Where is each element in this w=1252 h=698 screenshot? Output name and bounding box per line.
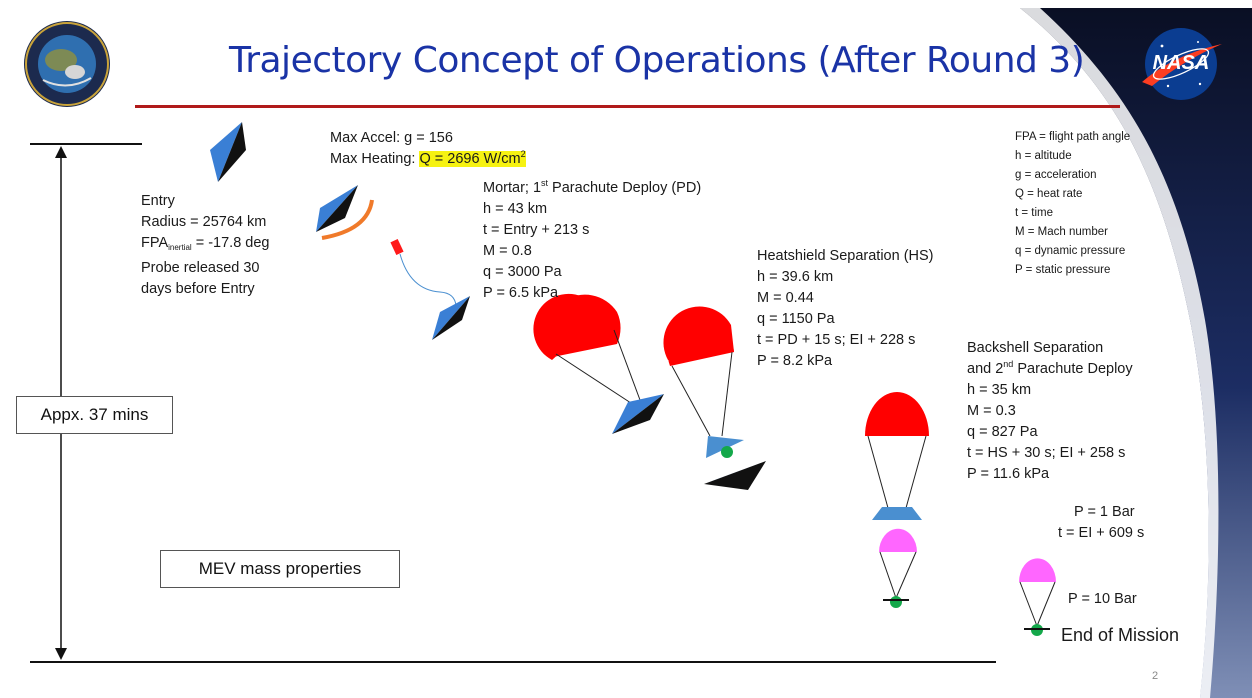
mortar-mach: M = 0.8: [483, 243, 532, 259]
nasa-wordmark: NASA: [1152, 52, 1210, 74]
mortar-title: Mortar; 1st Parachute Deploy (PD): [483, 178, 702, 197]
mortar-time: t = Entry + 213 s: [483, 222, 590, 238]
entry-title: Entry: [141, 193, 175, 209]
backshell-dynamic-pressure: q = 827 Pa: [967, 424, 1038, 440]
main-parachute-icon: [865, 392, 929, 520]
mortar-probe-icon: [432, 296, 470, 340]
one-bar-label: P = 1 Bar t = EI + 609 s: [1052, 500, 1151, 546]
legend-item: h = altitude: [1015, 150, 1072, 162]
max-accel-text: Max Accel: g = 156: [330, 130, 453, 146]
backshell-altitude: h = 35 km: [967, 382, 1032, 398]
title-underline: [135, 105, 1120, 108]
page-number: 2: [1152, 670, 1159, 682]
heatshield-label: Heatshield Separation (HS) h = 39.6 km M…: [757, 246, 934, 372]
nasa-logo: NASA: [1138, 24, 1224, 104]
mortar-drogue-icon: [390, 238, 457, 307]
backshell-title: Backshell Separation: [967, 340, 1104, 356]
max-heating-probe-icon: [316, 185, 374, 240]
backshell-mach: M = 0.3: [967, 403, 1016, 419]
mortar-label: Mortar; 1st Parachute Deploy (PD) h = 43…: [483, 178, 701, 304]
legend-item: FPA = flight path angle: [1015, 131, 1131, 143]
max-heating-prefix: Max Heating:: [330, 151, 420, 167]
one-bar-time: t = EI + 609 s: [1058, 525, 1145, 541]
mortar-dynamic-pressure: q = 3000 Pa: [483, 264, 562, 280]
one-bar-pressure: P = 1 Bar: [1074, 504, 1135, 520]
backshell-time: t = HS + 30 s; EI + 258 s: [967, 445, 1126, 461]
heatshield-static-pressure: P = 8.2 kPa: [757, 353, 833, 369]
ten-bar-label: P = 10 Bar: [1060, 587, 1145, 612]
entry-label: Entry Radius = 25764 km FPAinertial = -1…: [141, 191, 270, 300]
first-parachute-icon: [533, 293, 664, 434]
heatshield-mach: M = 0.44: [757, 290, 814, 306]
backshell-label: Backshell Separation and 2nd Parachute D…: [967, 338, 1133, 485]
heatshield-time: t = PD + 15 s; EI + 228 s: [757, 332, 916, 348]
legend-item: P = static pressure: [1015, 264, 1111, 276]
legend: FPA = flight path angle h = altitude g =…: [1015, 128, 1130, 280]
heatshield-altitude: h = 39.6 km: [757, 269, 834, 285]
heatshield-dynamic-pressure: q = 1150 Pa: [757, 311, 835, 327]
mission-seal-logo: [24, 21, 110, 107]
legend-item: Q = heat rate: [1015, 188, 1083, 200]
entry-fpa: FPAinertial = -17.8 deg: [141, 235, 270, 252]
max-heating-value: Q = 2696 W/cm2: [419, 149, 526, 167]
nasa-meatball-logo: [1142, 28, 1222, 100]
max-accel-label: Max Accel: g = 156 Max Heating: Q = 2696…: [330, 128, 526, 170]
second-parachute-icon: [879, 528, 917, 608]
end-of-mission-label: End of Mission: [1057, 625, 1184, 646]
entry-probe-icon: [210, 122, 246, 182]
mortar-static-pressure: P = 6.5 kPa: [483, 285, 559, 301]
slide-title: Trajectory Concept of Operations (After …: [229, 40, 1085, 81]
entry-probe-line2: days before Entry: [141, 281, 255, 297]
entry-probe-line1: Probe released 30: [141, 260, 260, 276]
legend-item: t = time: [1015, 207, 1054, 219]
backshell-line2: and 2nd Parachute Deploy: [967, 359, 1133, 378]
legend-item: M = Mach number: [1015, 226, 1108, 238]
legend-item: g = acceleration: [1015, 169, 1097, 181]
end-of-mission-parachute-icon: [1019, 558, 1056, 636]
duration-label: Appx. 37 mins: [16, 396, 173, 434]
heatshield-title: Heatshield Separation (HS): [757, 248, 934, 264]
max-heating-text: Max Heating: Q = 2696 W/cm2: [330, 149, 526, 170]
heatshield-separation-icon: [663, 306, 766, 490]
legend-item: q = dynamic pressure: [1015, 245, 1126, 257]
mev-mass-properties-button[interactable]: MEV mass properties: [160, 550, 400, 588]
entry-radius: Radius = 25764 km: [141, 214, 267, 230]
mortar-altitude: h = 43 km: [483, 201, 548, 217]
backshell-static-pressure: P = 11.6 kPa: [967, 466, 1050, 482]
